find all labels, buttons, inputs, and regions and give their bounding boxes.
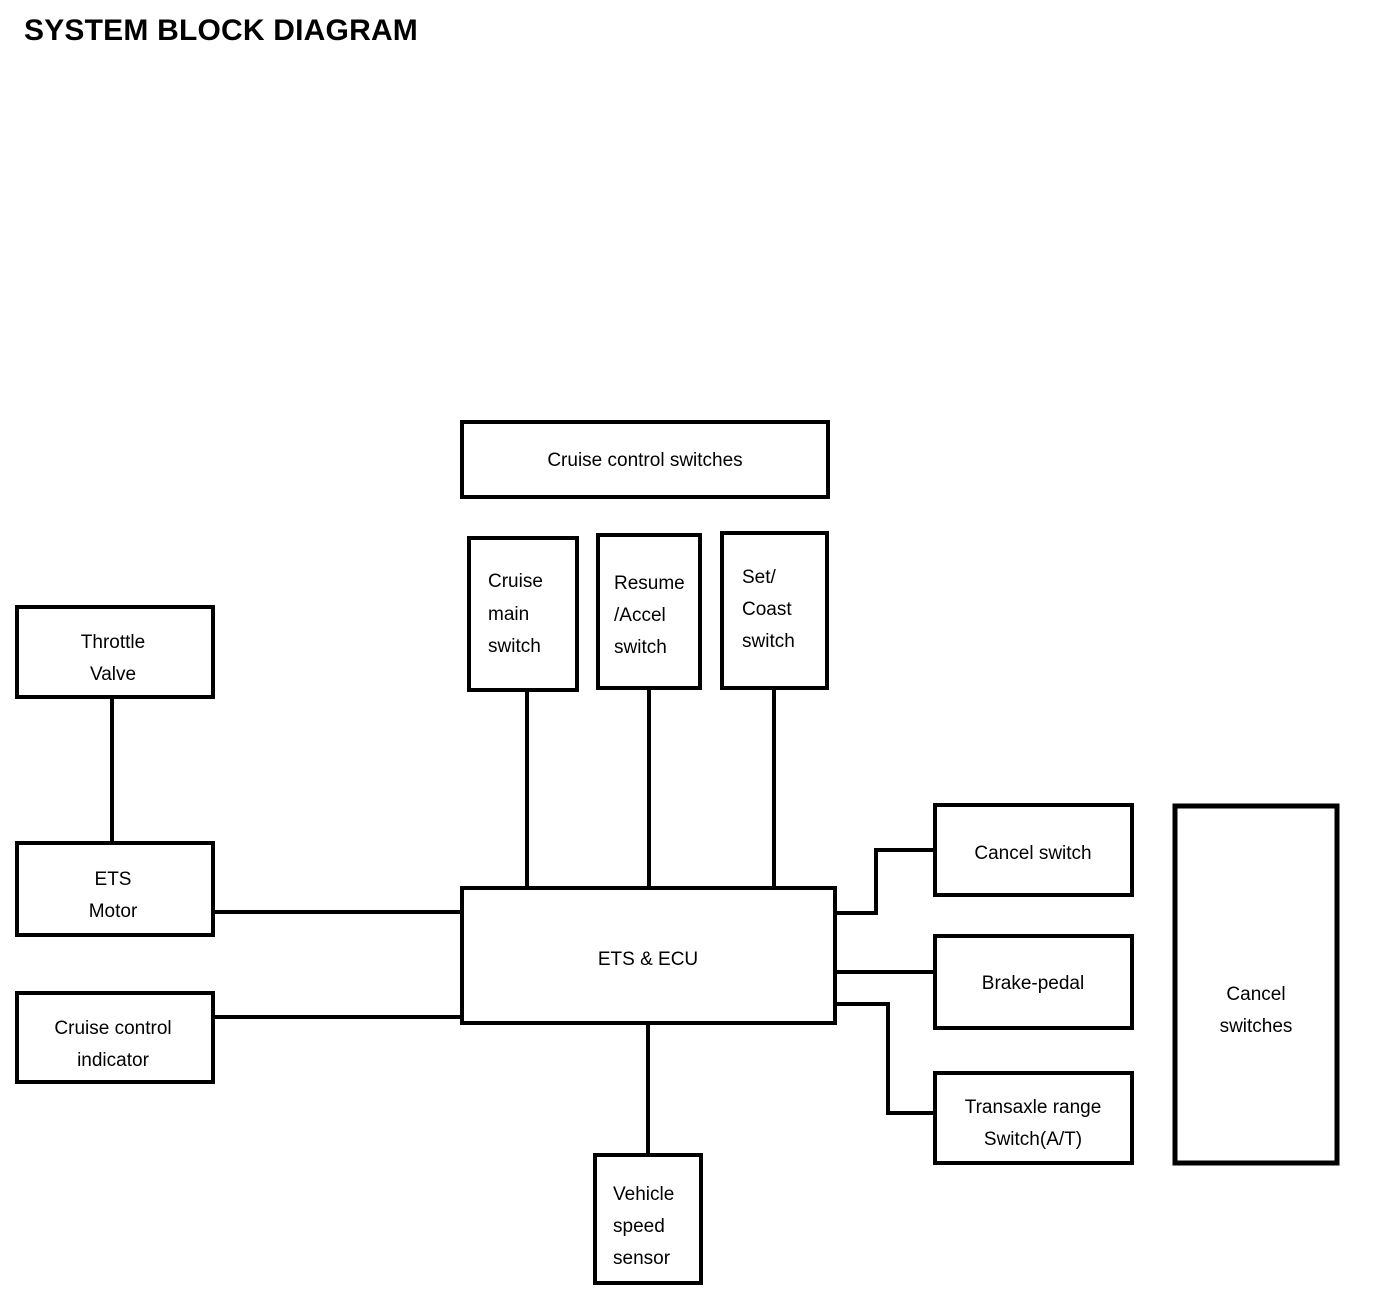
block-ets-ecu[interactable]: ETS & ECU [460,886,837,1025]
wire-ecu-to-transaxle-range-switch [835,1002,935,1115]
page-title: SYSTEM BLOCK DIAGRAM [24,14,418,47]
block-transaxle-range-switch-label-line2: Switch(A/T) [984,1129,1082,1150]
block-cruise-control-indicator[interactable]: Cruise control indicator [15,991,215,1084]
block-resume-accel-switch-label-line1: Resume [614,573,685,594]
block-cancel-switch-rect[interactable] [933,803,1134,897]
block-ets-ecu-rect[interactable] [460,886,837,1025]
block-transaxle-range-switch-label-line1: Transaxle range [965,1097,1102,1118]
block-set-coast-switch-label-line3: switch [742,631,795,652]
block-brake-pedal-rect[interactable] [933,934,1134,1030]
block-cruise-main-switch-label-line1: Cruise [488,571,543,592]
block-cruise-control-indicator-label-line2: indicator [77,1050,149,1071]
block-cruise-main-switch[interactable]: Cruise main switch [467,536,579,692]
block-vehicle-speed-sensor-rect[interactable] [593,1153,703,1285]
block-cruise-control-switches[interactable]: Cruise control switches [460,420,830,499]
wire-ecu-to-cancel-switch [835,848,935,915]
block-ets-ecu-label: ETS & ECU [598,949,698,970]
block-cruise-control-switches-rect[interactable] [460,420,830,499]
block-resume-accel-switch-label-line3: switch [614,637,667,658]
block-transaxle-range-switch[interactable]: Transaxle range Switch(A/T) [933,1071,1134,1165]
block-throttle-valve-rect[interactable] [15,605,215,699]
block-throttle-valve[interactable]: Throttle Valve [15,605,215,699]
block-ets-motor-label-line2: Motor [89,901,138,922]
block-set-coast-switch-label-line1: Set/ [742,567,777,588]
block-set-coast-switch[interactable]: Set/ Coast switch [720,531,829,690]
block-vehicle-speed-sensor-label-line3: sensor [613,1248,671,1269]
block-set-coast-switch-rect[interactable] [720,531,829,690]
connector-layer [110,688,935,1155]
block-resume-accel-switch-rect[interactable] [596,533,702,690]
block-cruise-main-switch-rect[interactable] [467,536,579,692]
block-cancel-switches-group-label-line1: Cancel [1226,984,1285,1005]
block-cancel-switch-label: Cancel switch [974,843,1091,864]
block-throttle-valve-label-line2: Valve [90,664,136,685]
block-throttle-valve-label-line1: Throttle [81,632,145,653]
block-vehicle-speed-sensor[interactable]: Vehicle speed sensor [593,1153,703,1285]
block-brake-pedal-label: Brake-pedal [982,973,1084,994]
block-vehicle-speed-sensor-label-line2: speed [613,1216,665,1237]
block-resume-accel-switch[interactable]: Resume /Accel switch [596,533,702,690]
block-ets-motor-label-line1: ETS [95,869,132,890]
block-cruise-main-switch-label-line2: main [488,604,529,625]
block-cruise-main-switch-label-line3: switch [488,636,541,657]
block-cancel-switches-group-label-line2: switches [1220,1016,1293,1037]
block-ets-motor[interactable]: ETS Motor [15,841,215,937]
block-ets-motor-rect[interactable] [15,841,215,937]
block-vehicle-speed-sensor-label-line1: Vehicle [613,1184,674,1205]
block-cruise-control-indicator-label-line1: Cruise control [54,1018,171,1039]
block-cancel-switch[interactable]: Cancel switch [933,803,1134,897]
block-cancel-switches-group[interactable]: Cancel switches [1172,803,1340,1166]
block-brake-pedal[interactable]: Brake-pedal [933,934,1134,1030]
block-set-coast-switch-label-line2: Coast [742,599,792,620]
block-cancel-switches-group-rect[interactable] [1172,803,1340,1166]
block-cruise-control-switches-label: Cruise control switches [547,450,742,471]
block-cruise-control-indicator-rect[interactable] [15,991,215,1084]
block-transaxle-range-switch-rect[interactable] [933,1071,1134,1165]
block-resume-accel-switch-label-line2: /Accel [614,605,666,626]
